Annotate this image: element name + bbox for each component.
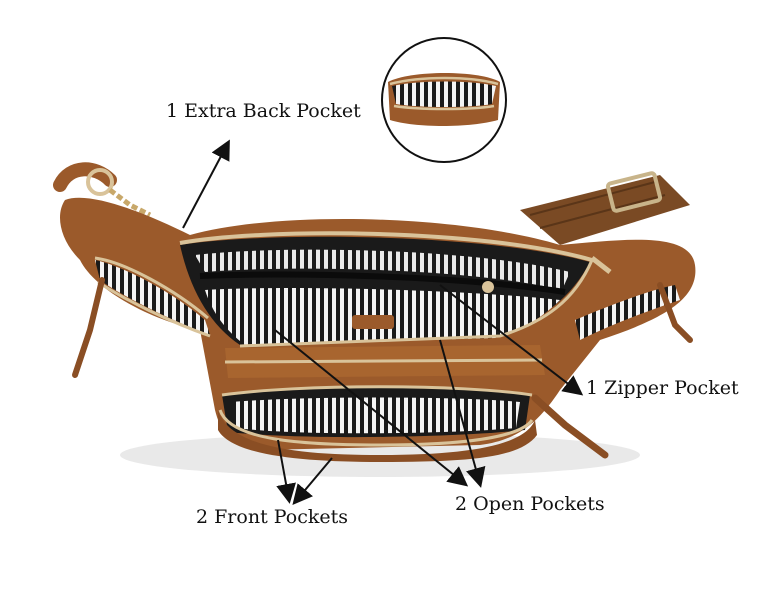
label-extra-back-pocket: 1 Extra Back Pocket <box>166 100 361 122</box>
chain <box>108 188 152 218</box>
zipper-pull-left <box>72 277 105 378</box>
arrow-open-pocket-1 <box>274 329 469 487</box>
arrow-front-pocket-2 <box>292 457 333 506</box>
arrow-zipper-pocket <box>439 284 584 396</box>
arrow-front-pocket-1 <box>276 439 296 504</box>
zipper-pocket-pull <box>482 281 494 293</box>
label-zipper-pocket: 1 Zipper Pocket <box>586 377 739 399</box>
arrow-open-pocket-2 <box>439 339 486 488</box>
front-zipper-pull <box>531 394 609 459</box>
back-pocket-inset <box>381 37 507 163</box>
left-loop <box>53 162 117 192</box>
label-front-pockets: 2 Front Pockets <box>196 506 348 528</box>
arrow-back-pocket <box>182 139 230 229</box>
front-zipper-bottom <box>218 409 534 447</box>
label-open-pockets: 2 Open Pockets <box>455 493 605 515</box>
annotation-arrows <box>182 139 584 506</box>
right-side-pocket-lining <box>575 285 680 340</box>
chain-ring <box>86 168 114 196</box>
main-zipper <box>179 231 593 262</box>
strap-buckle <box>605 171 663 213</box>
left-side-pocket-lining <box>95 260 210 335</box>
zipper-pull-right <box>657 282 693 343</box>
front-zipper-top <box>221 385 533 397</box>
front-pocket-lining <box>232 397 520 434</box>
